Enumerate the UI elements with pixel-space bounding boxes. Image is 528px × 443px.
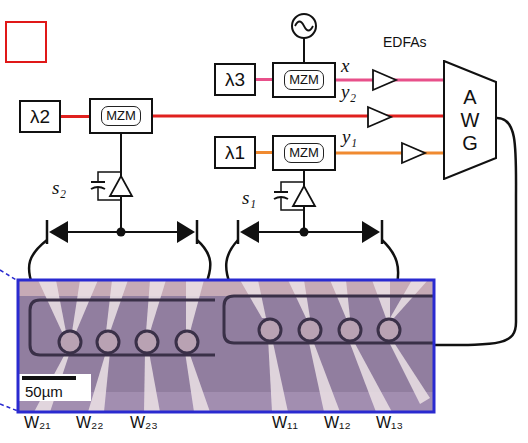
awg-shape xyxy=(444,61,496,179)
electrode xyxy=(330,280,350,318)
chip-background xyxy=(18,280,434,412)
node-text: A W G xyxy=(460,86,480,155)
electrode xyxy=(146,280,166,332)
electrode xyxy=(390,280,428,318)
bond-wire xyxy=(382,240,398,284)
electrode xyxy=(288,280,310,318)
photodiode-symbol xyxy=(177,221,195,243)
electrode xyxy=(106,280,128,332)
chip-micrograph xyxy=(0,270,434,412)
signal-generator xyxy=(292,14,316,38)
component-label: EDFAs xyxy=(383,34,427,50)
awg-multiplexer: A W G xyxy=(443,60,497,180)
modulator-box: MZM xyxy=(272,135,336,171)
electrode xyxy=(185,352,210,412)
electrode xyxy=(372,280,390,318)
capacitor-wire xyxy=(281,182,304,210)
optical-link xyxy=(153,115,443,118)
zoom-line xyxy=(0,270,18,411)
node-text: MZM xyxy=(101,106,141,126)
capacitor-symbol xyxy=(274,192,288,199)
panel-marker xyxy=(6,22,46,62)
sine-symbol xyxy=(295,22,313,31)
scale-bar-box xyxy=(19,374,91,401)
electrode xyxy=(88,352,110,412)
bond-wire xyxy=(29,240,47,284)
photodiode-symbol xyxy=(240,221,259,243)
modulator-box: MZM xyxy=(272,62,336,98)
laser-source: λ1 xyxy=(214,136,256,169)
optical-link xyxy=(61,115,89,118)
node-text: λ3 xyxy=(225,69,245,91)
amplifier-symbol xyxy=(110,176,132,196)
microring xyxy=(136,331,158,353)
weight-label: W₂₂ xyxy=(76,414,104,432)
scale-label: 50µm xyxy=(25,383,63,400)
waveguide xyxy=(224,296,434,343)
amplifier-symbol xyxy=(368,107,391,127)
junction-dot xyxy=(117,228,126,237)
signal-label: x xyxy=(341,55,349,77)
weight-label: W₁₂ xyxy=(324,414,351,432)
microring xyxy=(339,319,361,341)
microring xyxy=(59,331,81,353)
microring xyxy=(176,331,198,353)
optical-link xyxy=(256,78,272,81)
electrode xyxy=(38,280,66,332)
node-text: λ1 xyxy=(225,142,245,164)
laser-source: λ3 xyxy=(214,63,256,96)
electrode xyxy=(308,338,340,412)
electrode xyxy=(268,338,288,412)
bond-wire xyxy=(226,240,238,284)
node-text: MZM xyxy=(284,143,324,163)
signal-label: s₂ xyxy=(52,177,66,199)
signal-label: s₁ xyxy=(242,187,256,209)
amplifier-symbol xyxy=(293,186,315,206)
microring-group xyxy=(59,319,400,353)
microring xyxy=(259,319,281,341)
amplifier-symbol xyxy=(373,70,396,90)
photodiode-symbol xyxy=(49,221,68,243)
laser-source: λ2 xyxy=(19,100,61,133)
optical-link xyxy=(256,151,272,154)
electrode xyxy=(72,280,98,332)
wire xyxy=(259,231,362,233)
capacitor-wire xyxy=(98,172,121,200)
photodiode-symbol xyxy=(362,221,380,243)
weight-label: W₁₃ xyxy=(376,414,403,432)
node-text: λ2 xyxy=(30,106,50,128)
microring xyxy=(378,319,400,341)
electrode xyxy=(144,352,160,412)
signal-label: y₂ xyxy=(341,81,356,103)
electrode xyxy=(387,338,430,404)
rf-wire xyxy=(303,38,305,62)
electrode xyxy=(186,280,204,332)
weight-label: W₁₁ xyxy=(272,414,298,432)
chip-frame xyxy=(18,280,434,412)
node-text: MZM xyxy=(284,70,324,90)
amplifier-symbol xyxy=(402,143,425,163)
modulator-box: MZM xyxy=(89,98,153,134)
microring xyxy=(97,331,119,353)
weight-label: W₂₃ xyxy=(130,414,158,432)
waveguide xyxy=(30,300,215,355)
junction-dot xyxy=(300,228,309,237)
scale-bar xyxy=(22,376,76,380)
bond-wire xyxy=(197,240,210,284)
microring xyxy=(299,319,321,341)
signal-label: y₁ xyxy=(342,126,357,148)
weight-label: W₂₁ xyxy=(24,414,51,432)
electrode xyxy=(348,338,392,412)
electrode xyxy=(240,280,266,318)
capacitor-symbol xyxy=(91,182,105,189)
